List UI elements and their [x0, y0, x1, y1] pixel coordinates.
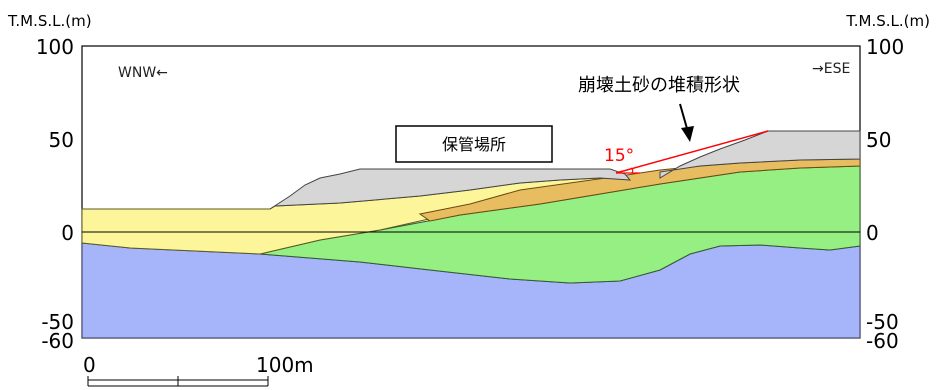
right-tick-50: 50: [866, 128, 891, 152]
right-tick-minus60: -60: [866, 329, 899, 353]
angle-arc: [630, 167, 634, 174]
scale-end-label: 100m: [256, 353, 314, 377]
direction-east: →ESE: [812, 61, 850, 77]
callout-arrow-icon: [681, 126, 694, 142]
gray-fill-deposit: [659, 130, 861, 179]
slope-line: [615, 130, 769, 174]
gray-fill-storage: [269, 168, 632, 210]
slope-angle-label: 15°: [604, 146, 634, 166]
left-tick-50: 50: [49, 128, 74, 152]
right-tick-0: 0: [866, 221, 879, 245]
left-unit-label: T.M.S.L.(m): [7, 12, 92, 30]
left-tick-minus60: -60: [41, 329, 74, 353]
direction-west: WNW←: [118, 65, 168, 81]
left-tick-0: 0: [61, 221, 74, 245]
right-tick-100: 100: [866, 35, 904, 59]
right-tick-minus50: -50: [866, 310, 899, 334]
storage-area-box: [395, 125, 553, 163]
left-tick-100: 100: [36, 35, 74, 59]
storage-area-label: 保管場所: [442, 135, 506, 154]
right-unit-label: T.M.S.L.(m): [845, 12, 930, 30]
scale-start-label: 0: [83, 353, 96, 377]
left-tick-minus50: -50: [41, 310, 74, 334]
deposit-shape-callout: 崩壊土砂の堆積形状: [578, 75, 740, 96]
